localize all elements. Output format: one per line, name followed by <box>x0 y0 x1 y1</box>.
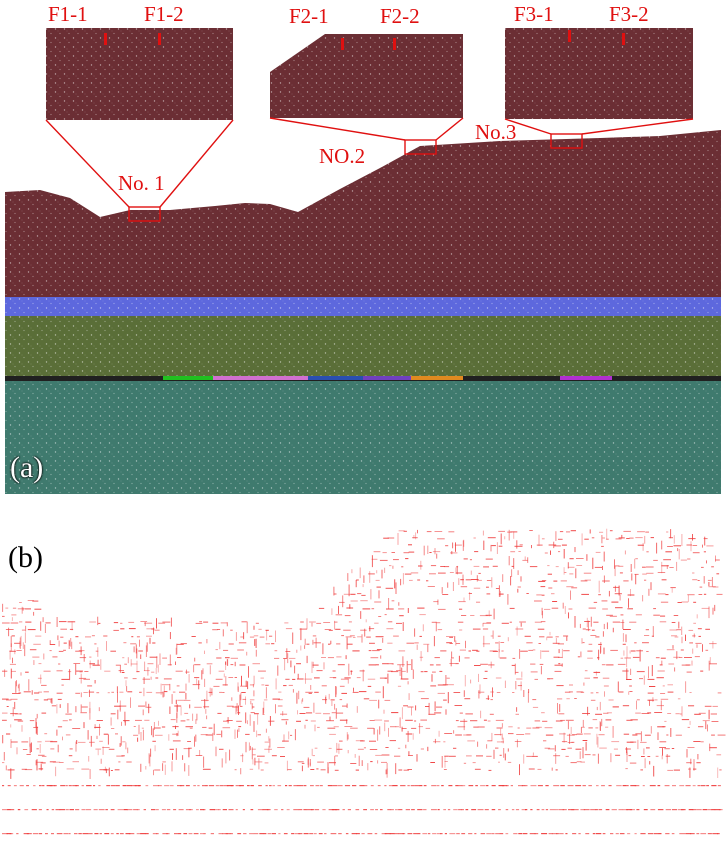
inset-2 <box>270 34 463 118</box>
point-label-f2-1: F2-1 <box>289 4 329 28</box>
zone-label-no3: No.3 <box>475 120 517 144</box>
excavation-segments <box>163 376 612 380</box>
crack-distribution <box>2 528 726 835</box>
point-label-f1-1: F1-1 <box>48 2 88 26</box>
point-label-f2-2: F2-2 <box>380 4 420 28</box>
zone-label-no1: No. 1 <box>118 171 165 195</box>
point-label-f1-2: F1-2 <box>144 2 184 26</box>
point-label-f3-2: F3-2 <box>609 2 649 26</box>
zone-label-no2: NO.2 <box>319 144 366 168</box>
panel-b-label: (b) <box>8 541 43 574</box>
point-label-f3-1: F3-1 <box>514 2 554 26</box>
model-strata <box>5 130 721 494</box>
panel-a-label: (a) <box>10 451 44 484</box>
callouts <box>45 117 694 222</box>
inset-3 <box>505 28 693 119</box>
inset-1 <box>46 28 233 120</box>
